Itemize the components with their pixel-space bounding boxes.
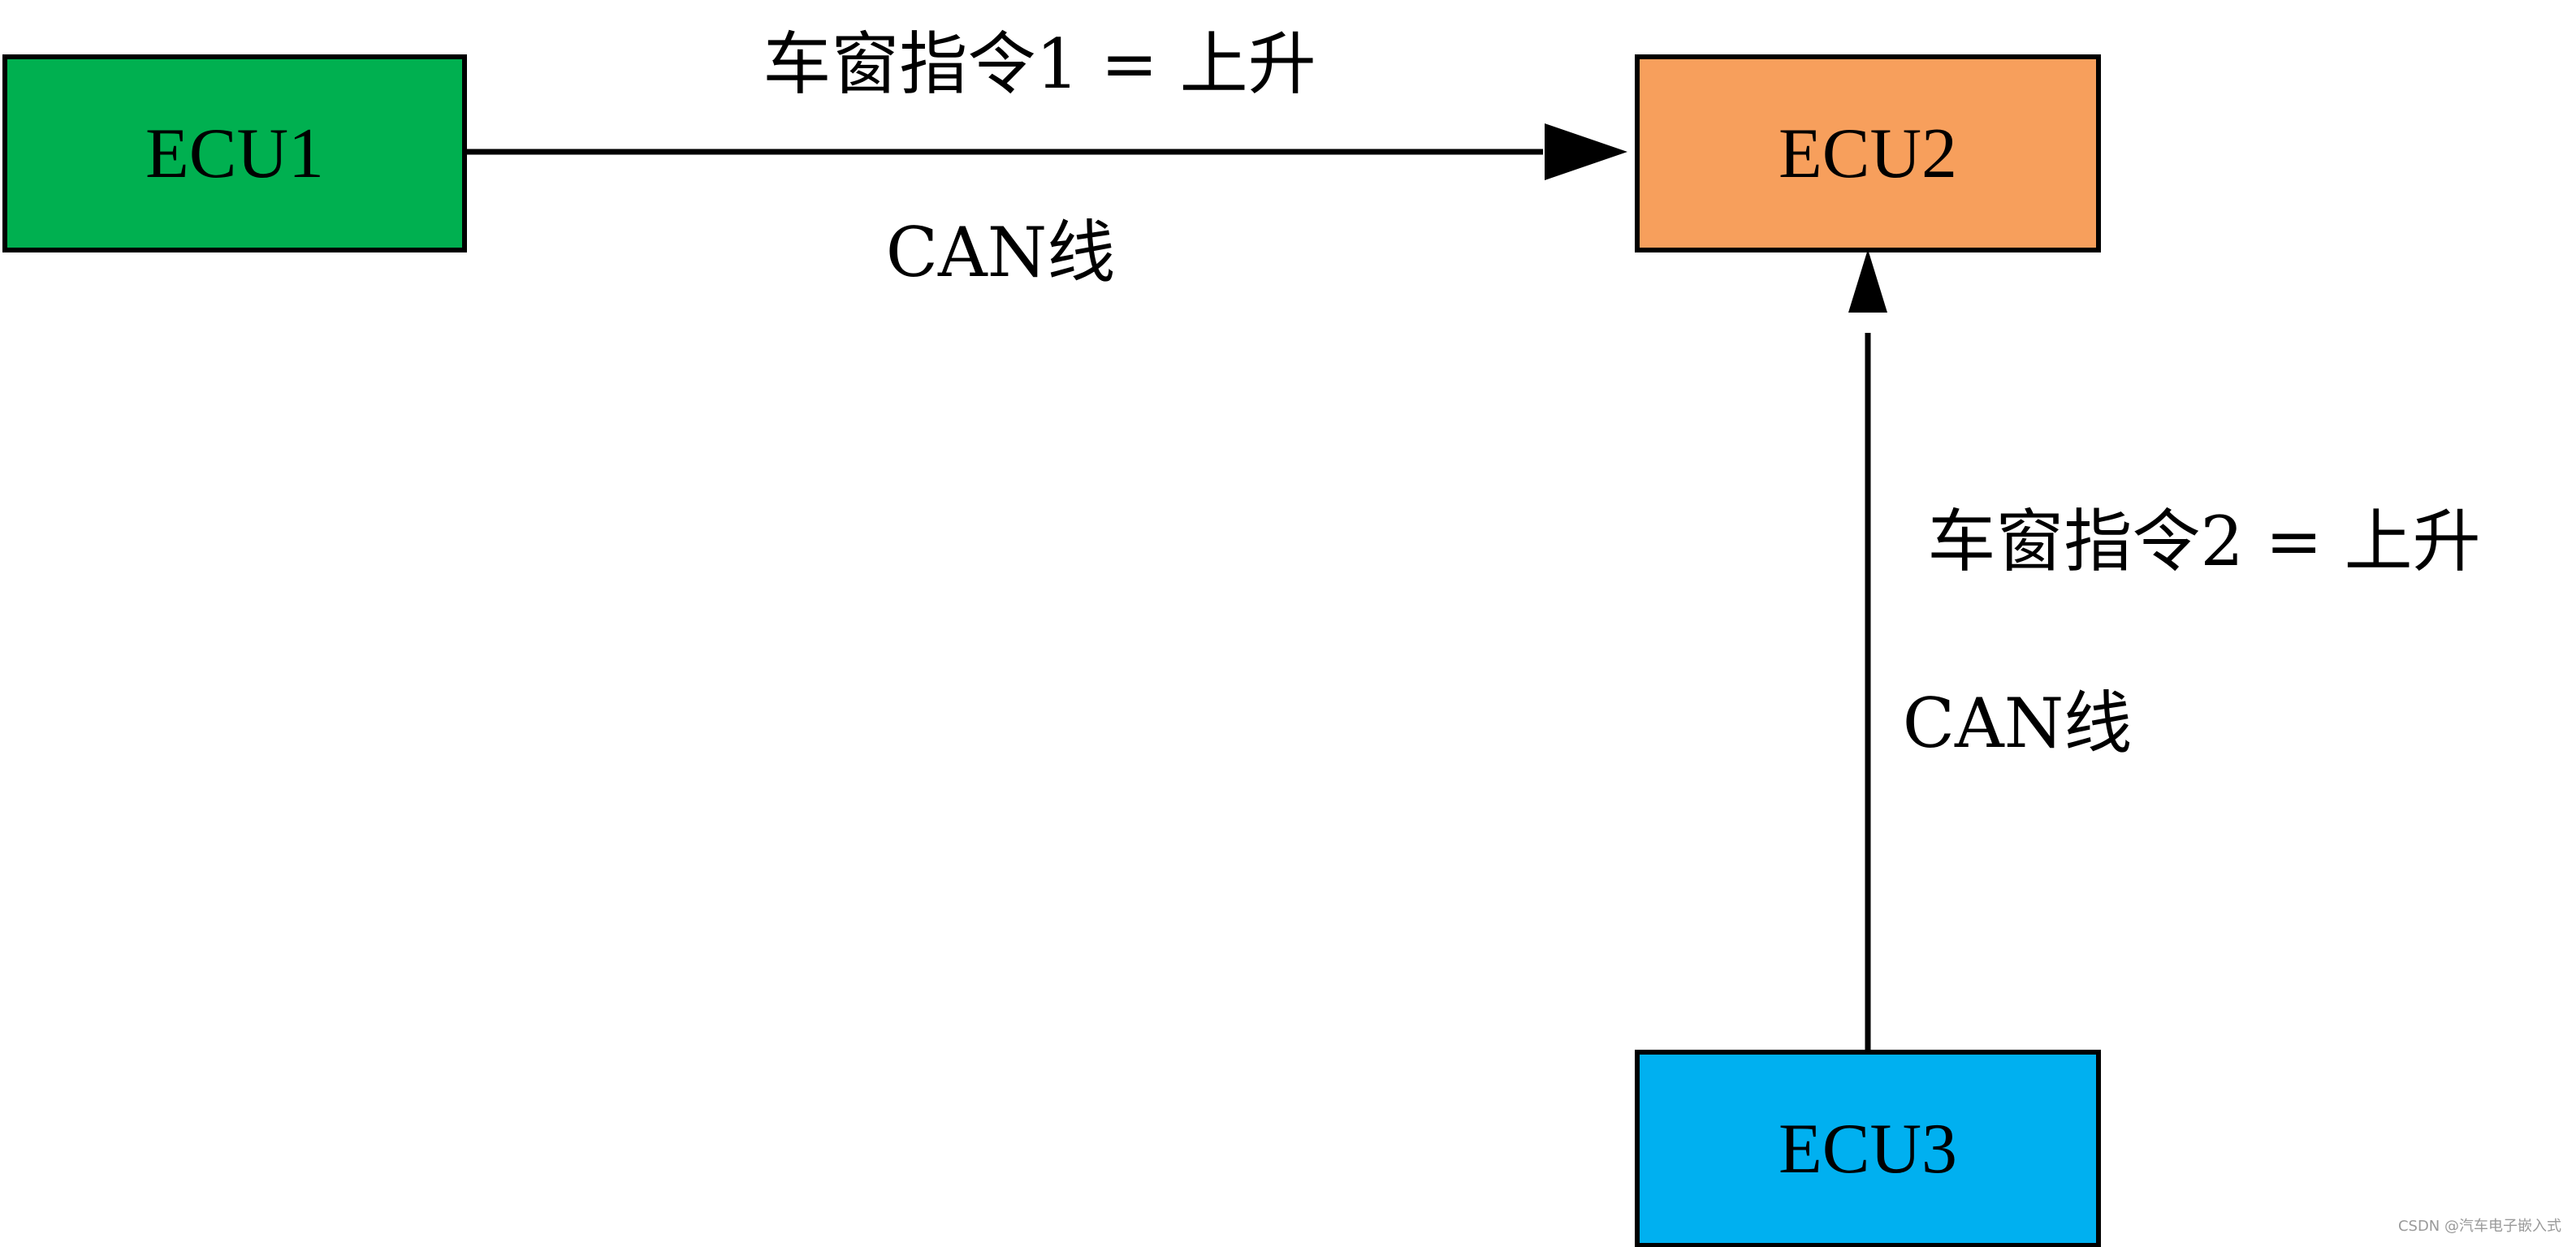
node-ecu2-box (1635, 54, 2101, 252)
node-ecu3-label: ECU3 (1779, 1110, 1957, 1189)
node-ecu2: ECU2 (1635, 54, 2101, 252)
watermark-text: CSDN @汽车电子嵌入式 (2397, 1218, 2561, 1235)
edge-command-label-1: 车窗指令1 = 上升 (763, 24, 1316, 104)
edge-medium-label-2: CAN线 (1903, 684, 2132, 763)
node-ecu1-label: ECU1 (145, 114, 324, 193)
node-ecu2-label: ECU2 (1779, 114, 1957, 193)
edge-command-label-2: 车窗指令2 = 上升 (1927, 502, 2480, 581)
arrowhead-up-icon (1848, 249, 1887, 313)
node-ecu3: ECU3 (1635, 1050, 2101, 1247)
edge-ecu3-to-ecu2: 车窗指令2 = 上升 CAN线 (1848, 249, 2481, 1051)
node-ecu1-box (2, 54, 467, 252)
node-ecu3-box (1635, 1050, 2101, 1247)
edge-medium-label-1: CAN线 (886, 213, 1115, 292)
node-ecu1: ECU1 (2, 54, 467, 252)
edge-ecu1-to-ecu2: 车窗指令1 = 上升 CAN线 (465, 24, 1627, 292)
arrowhead-right-icon (1545, 123, 1627, 180)
